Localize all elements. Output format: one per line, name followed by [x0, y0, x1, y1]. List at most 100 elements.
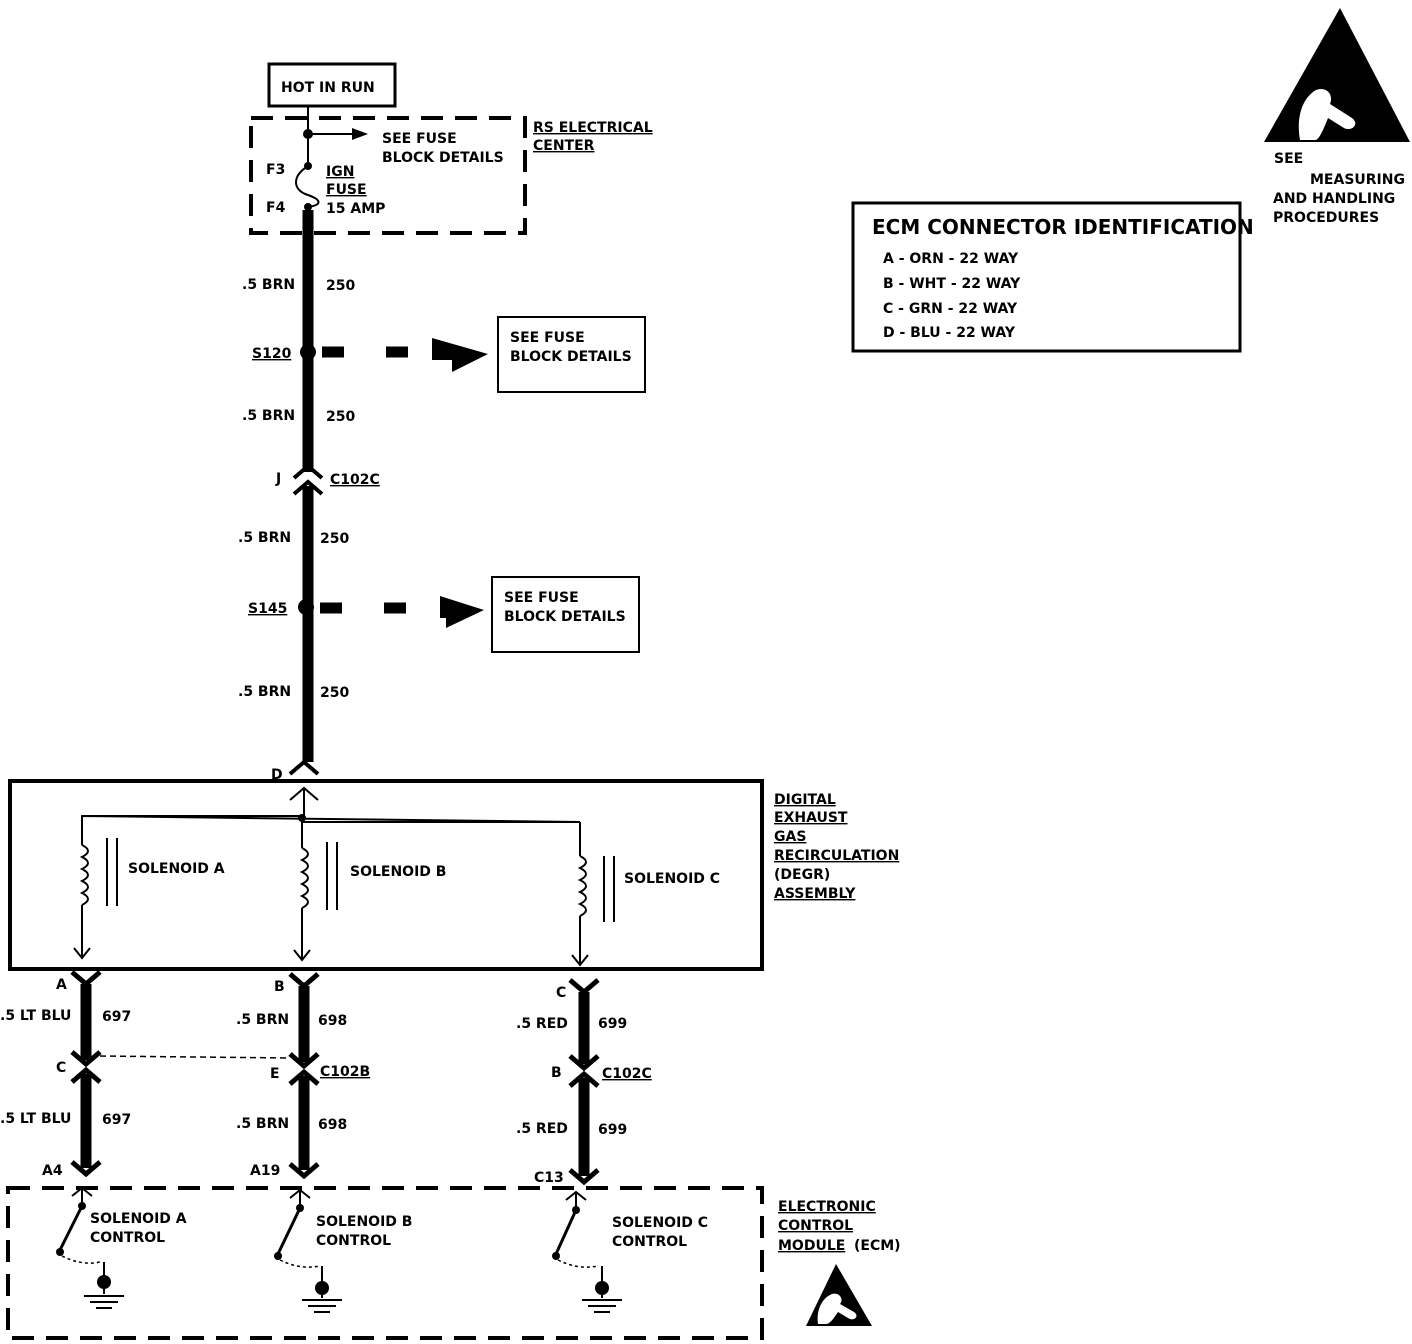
connector-c102c-label: C102C: [330, 472, 380, 488]
splice-s145-ref-2: BLOCK DETAILS: [504, 609, 626, 625]
splice-s120-ref-2: BLOCK DETAILS: [510, 349, 632, 365]
circuit-a-conn-pin: C: [56, 1060, 66, 1076]
splice-s120: [300, 344, 316, 360]
circuit-c-degr-pin: C: [556, 985, 566, 1001]
feed-wire-color-1: .5 BRN: [242, 277, 295, 293]
fuse-bottom-terminal: [304, 203, 312, 211]
circuit-a-wire-top-end: [70, 1050, 102, 1068]
rs-electrical-center-label-1: RS ELECTRICAL: [533, 120, 653, 136]
solenoid-c: [571, 822, 615, 967]
esd-notice-3: AND HANDLING: [1273, 191, 1395, 207]
feed-wire-color-4: .5 BRN: [238, 684, 291, 700]
circuit-c-conn-pin: B: [551, 1065, 562, 1081]
degr-assembly-box: [8, 779, 764, 971]
ecm-connector-id-title: ECM CONNECTOR IDENTIFICATION: [872, 215, 1254, 239]
ecm-label-2: CONTROL: [778, 1218, 853, 1234]
hot-in-run-label: HOT IN RUN: [281, 80, 375, 96]
feed-wire-color-2: .5 BRN: [242, 408, 295, 424]
ecm-control-b-1: SOLENOID B: [316, 1214, 412, 1230]
hot-in-run-box: [267, 62, 397, 108]
feed-circuit-3: 250: [320, 531, 349, 547]
circuit-b-wire-top-color: .5 BRN: [236, 1012, 289, 1028]
circuit-b-degr-pin: B: [274, 979, 285, 995]
circuit-b-circuit-bottom: 698: [318, 1117, 347, 1133]
connector-c102c-female: [292, 463, 324, 480]
solenoid-b-label: SOLENOID B: [350, 864, 446, 880]
fuse-pin-f3: F3: [266, 162, 285, 178]
ecm-label-abbr: (ECM): [854, 1238, 901, 1254]
fuse-label-amp: 15 AMP: [326, 201, 385, 217]
ecm-control-c-2: CONTROL: [612, 1234, 687, 1250]
degr-pin-d-female: [288, 759, 320, 776]
ecm-switch-a: [56, 1186, 124, 1309]
ecm-connector-id-row-a: A - ORN - 22 WAY: [883, 251, 1019, 267]
ecm-label-3: MODULE: [778, 1238, 845, 1254]
splice-s120-ref-box: [497, 316, 646, 393]
circuit-a-wire-top-color: .5 LT BLU: [0, 1008, 71, 1024]
circuit-a-circuit-top: 697: [102, 1009, 131, 1025]
esd-notice-1: SEE: [1274, 151, 1303, 167]
circuit-b-wire-bottom-color: .5 BRN: [236, 1116, 289, 1132]
degr-label-5: (DEGR): [774, 867, 830, 883]
degr-label-1: DIGITAL: [774, 792, 836, 808]
see-fuse-block-2: BLOCK DETAILS: [382, 150, 504, 166]
ecm-label-1: ELECTRONIC: [778, 1199, 876, 1215]
circuit-c-wire-top-end: [568, 1054, 600, 1072]
splice-s120-label: S120: [252, 346, 292, 362]
circuit-a-wire-bottom-color: .5 LT BLU: [0, 1111, 71, 1127]
feed-circuit-2: 250: [326, 409, 355, 425]
ecm-connector-id-row-c: C - GRN - 22 WAY: [883, 301, 1018, 317]
circuit-c-degr-connector: [568, 978, 600, 996]
circuit-c-circuit-top: 699: [598, 1016, 627, 1032]
circuit-a-shared-connector-dash: [99, 1055, 291, 1059]
circuit-a-ecm-pin: A4: [42, 1163, 63, 1179]
fuse-label-ign: IGN: [326, 164, 354, 180]
esd-warning-icon-small: [806, 1264, 872, 1326]
ecm-control-c-1: SOLENOID C: [612, 1215, 708, 1231]
ecm-box: [6, 1186, 764, 1340]
circuit-a-degr-pin: A: [56, 977, 67, 993]
fuse-symbol: [295, 165, 320, 208]
ecm-control-b-2: CONTROL: [316, 1233, 391, 1249]
circuit-c-wire-top-color: .5 RED: [516, 1016, 568, 1032]
splice-s120-arrow: [432, 338, 488, 372]
splice-s145-ref-1: SEE FUSE: [504, 590, 579, 606]
degr-label-3: GAS: [774, 829, 806, 845]
ecm-connector-id-box: [851, 201, 1242, 353]
feed-wire-color-3: .5 BRN: [238, 530, 291, 546]
rs-electrical-center-box: [249, 116, 527, 235]
see-fuse-block-1: SEE FUSE: [382, 131, 457, 147]
fuse-block-branch-arrow: [352, 128, 368, 140]
circuit-c-wire-bottom-end: [568, 1168, 600, 1186]
connector-pin-j: J: [275, 471, 281, 487]
ecm-switch-b: [274, 1188, 342, 1313]
ecm-control-a-2: CONTROL: [90, 1230, 165, 1246]
circuit-b-wire-top-end: [288, 1052, 320, 1070]
degr-label-2: EXHAUST: [774, 810, 848, 826]
circuit-a-circuit-bottom: 697: [102, 1112, 131, 1128]
circuit-a-wire-bottom-end: [70, 1160, 102, 1178]
solenoid-a: [73, 816, 118, 960]
fuse-label-fuse: FUSE: [326, 182, 367, 198]
ecm-connector-id-row-b: B - WHT - 22 WAY: [883, 276, 1021, 292]
fuse-pin-f4: F4: [266, 200, 286, 216]
splice-s145-ref-box: [491, 576, 640, 653]
ecm-control-a-1: SOLENOID A: [90, 1211, 187, 1227]
circuit-b-circuit-top: 698: [318, 1013, 347, 1029]
circuit-c-wire-bottom-color: .5 RED: [516, 1121, 568, 1137]
connector-c102c-male: [292, 479, 324, 496]
solenoid-b: [293, 818, 338, 962]
ecm-connector-id-row-d: D - BLU - 22 WAY: [883, 325, 1016, 341]
circuit-b-conn-pin: E: [270, 1066, 280, 1082]
esd-notice-4: PROCEDURES: [1273, 210, 1379, 226]
degr-label-4: RECIRCULATION: [774, 848, 899, 864]
solenoid-c-label: SOLENOID C: [624, 871, 720, 887]
circuit-a-degr-connector: [70, 970, 102, 988]
splice-s145: [298, 599, 314, 615]
circuit-c-connector: [568, 1070, 600, 1088]
esd-warning-icon: [1264, 8, 1410, 142]
circuit-b-ecm-pin: A19: [250, 1163, 280, 1179]
degr-label-6: ASSEMBLY: [774, 886, 856, 902]
circuit-c-circuit-bottom: 699: [598, 1122, 627, 1138]
